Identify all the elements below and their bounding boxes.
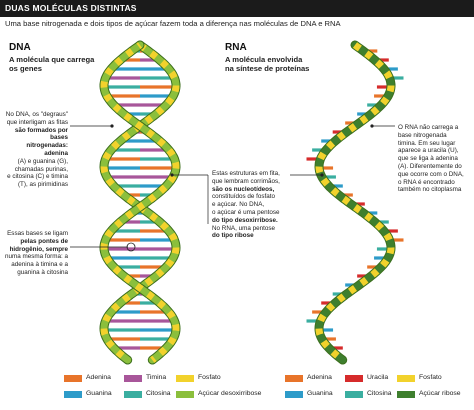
rna-caption-2: na síntese de proteínas (225, 64, 310, 73)
legend-dna-swatch (124, 375, 142, 382)
hydrogen-bond-marker (126, 242, 136, 252)
note-line: aparece a uracila (U), (398, 147, 459, 155)
legend-dna-label: Citosina (146, 390, 171, 397)
legend-rna-label: Uracila (367, 374, 389, 381)
phosphate-backbone (315, 42, 395, 363)
note-line: pelas pontes de (20, 237, 68, 245)
note-line: (T), as pirimidinas (17, 181, 68, 189)
note-line: e açúcar. No DNA, (212, 201, 265, 209)
legend-dna-label: Açúcar desoxirribose (198, 390, 262, 397)
note-line: do tipo ribose (212, 232, 254, 240)
dna-caption-2: os genes (9, 64, 42, 73)
legend-rna-label: Açúcar ribose (419, 390, 461, 397)
note-line: o açúcar é uma pentose (212, 208, 280, 216)
note-line: são formados por bases (14, 126, 68, 142)
leader-dot (320, 173, 324, 177)
legend-rna-swatch (285, 375, 303, 382)
note-line: (A) e guanina (G), (17, 157, 68, 165)
legend-rna-label: Guanina (307, 390, 333, 397)
legend-dna-label: Fosfato (198, 374, 221, 381)
dna-caption-1: A molécula que carrega (9, 55, 95, 64)
phosphate-backbone (100, 42, 180, 363)
note-estruturas: Estas estruturas em fita, que lembram co… (212, 170, 286, 240)
note-line: Essas bases se ligam (7, 230, 68, 237)
page-title: DUAS MOLÉCULAS DISTINTAS (5, 3, 137, 13)
leader-dot (370, 124, 374, 128)
note-line: timina. Em seu lugar (398, 139, 456, 147)
legend-rna-swatch (345, 391, 363, 398)
legend-rna-swatch (285, 391, 303, 398)
note-rna: O RNA não carrega a base nitrogenada tim… (398, 124, 472, 194)
note-line: chamadas purinas, (14, 165, 68, 173)
note-line: No DNA, os "degraus" (5, 111, 68, 118)
rna-label: RNA (225, 42, 247, 53)
note-line: que se liga à adenina (398, 155, 458, 163)
legend-rna-swatch (397, 375, 415, 382)
note-line: que interligam as fitas (6, 118, 68, 126)
legend-rna-label: Adenina (307, 374, 332, 381)
note-line: O RNA não carrega a (398, 124, 459, 131)
rna-helix (306, 40, 404, 365)
note-line: o RNA é encontrado (398, 178, 455, 186)
legend-dna-swatch (124, 391, 142, 398)
note-line: são os nucleotídeos, (212, 185, 275, 193)
legend-dna-label: Guanina (86, 390, 112, 397)
note-line: hidrogênio, sempre (9, 245, 68, 253)
note-line: do tipo desoxirribose. (212, 216, 278, 224)
note-degraus: No DNA, os "degraus" que interligam as f… (4, 111, 68, 189)
legend-rna-swatch (345, 375, 363, 382)
note-line: que lembram corrimãos, (212, 177, 280, 185)
legend-dna-swatch (176, 391, 194, 398)
legend-dna-swatch (64, 391, 82, 398)
note-line: guanina à citosina (17, 268, 68, 276)
dna-helix (99, 40, 181, 365)
phosphate-backbone (100, 42, 180, 363)
note-pontes: Essas bases se ligam pelas pontes de hid… (4, 230, 68, 277)
legend-rna-label: Citosina (367, 390, 392, 397)
dna-label: DNA (9, 42, 31, 53)
title-bar: DUAS MOLÉCULAS DISTINTAS (0, 0, 474, 17)
note-line: Estas estruturas em fita, (212, 170, 280, 177)
note-line: No RNA, uma pentose (212, 224, 275, 232)
legend-dna-label: Timina (146, 374, 167, 381)
leader-lines (70, 124, 395, 252)
note-line: e citosina (C) e timina (7, 173, 68, 181)
note-line: constituídos de fosfato (212, 193, 276, 201)
note-line: adenina à timina e a (11, 261, 68, 269)
rna-caption-1: A molécula envolvida (225, 55, 303, 64)
leader-dot (110, 124, 114, 128)
note-line: nitrogenadas: adenina (26, 142, 68, 157)
note-line: que ocorre com o DNA, (398, 170, 464, 178)
note-line: base nitrogenada (398, 131, 447, 139)
leader-dot (170, 173, 174, 177)
note-line: também no citoplasma (398, 186, 462, 194)
legend-rna-label: Fosfato (419, 374, 442, 381)
legend-dna-swatch (176, 375, 194, 382)
note-line: numa mesma forma: a (5, 253, 68, 261)
legend-rna-swatch (397, 391, 415, 398)
legend-dna-swatch (64, 375, 82, 382)
legend-dna-label: Adenina (86, 374, 111, 381)
subtitle: Uma base nitrogenada e dois tipos de açú… (5, 19, 341, 28)
note-line: (A). Diferentemente do (398, 162, 462, 170)
